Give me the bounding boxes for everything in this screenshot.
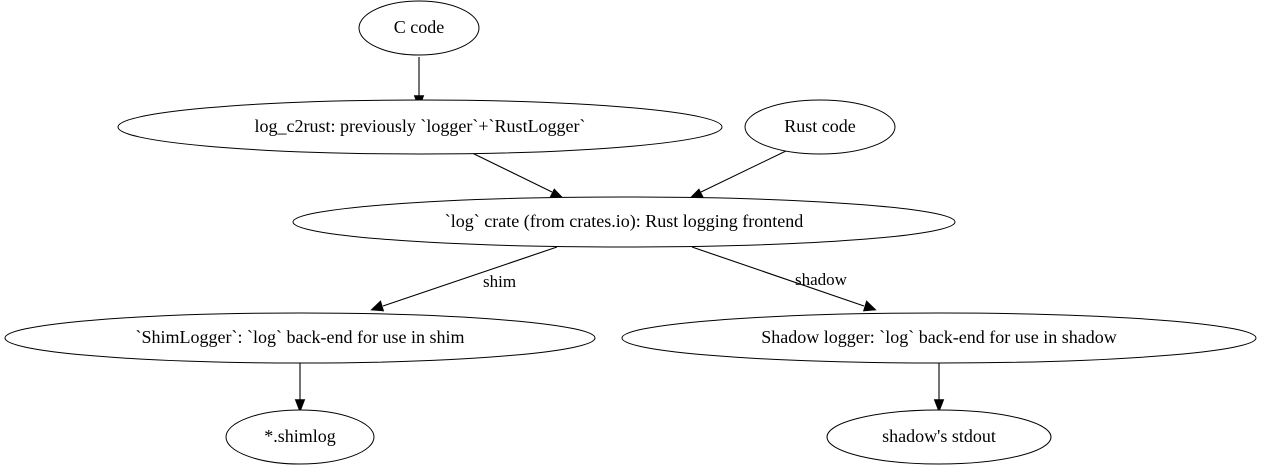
- edge-log-crate-to-shim-logger: shim: [370, 246, 558, 312]
- edge-line: [382, 246, 558, 307]
- edge-shim-logger-to-shimlog-file: [294, 362, 306, 413]
- node-shape-ellipse: [826, 409, 1052, 465]
- node-label-shimlog-file: *.shimlog: [264, 426, 336, 446]
- node-label-shadow-stdout: shadow's stdout: [882, 426, 996, 446]
- edge-log-crate-to-shadow-logger: shadow: [691, 246, 877, 312]
- edge-line: [465, 149, 553, 193]
- node-shape-ellipse: [292, 196, 956, 248]
- node-shim-logger[interactable]: `ShimLogger`: `log` back-end for use in …: [4, 312, 596, 364]
- arrowhead-icon: [933, 399, 945, 413]
- node-log-c2rust[interactable]: log_c2rust: previously `logger`+`RustLog…: [117, 99, 723, 155]
- node-shape-ellipse: [225, 409, 375, 465]
- node-shape-ellipse: [744, 99, 896, 155]
- node-log-crate[interactable]: `log` crate (from crates.io): Rust loggi…: [292, 196, 956, 248]
- arrowhead-icon: [294, 399, 306, 413]
- node-rust-code[interactable]: Rust code: [744, 99, 896, 155]
- node-label-shadow-logger: Shadow logger: `log` back-end for use in…: [761, 327, 1116, 347]
- edge-label-shim: shim: [483, 272, 516, 291]
- node-shadow-stdout[interactable]: shadow's stdout: [826, 409, 1052, 465]
- node-shadow-logger[interactable]: Shadow logger: `log` back-end for use in…: [621, 312, 1257, 364]
- node-c-code[interactable]: C code: [358, 0, 480, 56]
- arrowhead-icon: [370, 300, 385, 312]
- node-shape-ellipse: [117, 99, 723, 155]
- node-shape-ellipse: [358, 0, 480, 56]
- node-label-log-c2rust: log_c2rust: previously `logger`+`RustLog…: [254, 116, 585, 136]
- node-label-log-crate: `log` crate (from crates.io): Rust loggi…: [445, 211, 803, 232]
- node-label-rust-code: Rust code: [784, 116, 856, 136]
- node-shape-ellipse: [4, 312, 596, 364]
- edge-rust-code-to-log-crate: [689, 149, 789, 199]
- node-label-shim-logger: `ShimLogger`: `log` back-end for use in …: [136, 327, 465, 347]
- node-label-c-code: C code: [394, 17, 444, 37]
- edge-line: [700, 149, 789, 193]
- arrowhead-icon: [862, 300, 877, 312]
- node-shape-ellipse: [621, 312, 1257, 364]
- edge-line: [691, 246, 865, 307]
- edge-label-shadow: shadow: [795, 270, 848, 289]
- edge-log-c2rust-to-log-crate: [465, 149, 564, 199]
- edge-shadow-logger-to-shadow-stdout: [933, 362, 945, 413]
- node-shimlog-file[interactable]: *.shimlog: [225, 409, 375, 465]
